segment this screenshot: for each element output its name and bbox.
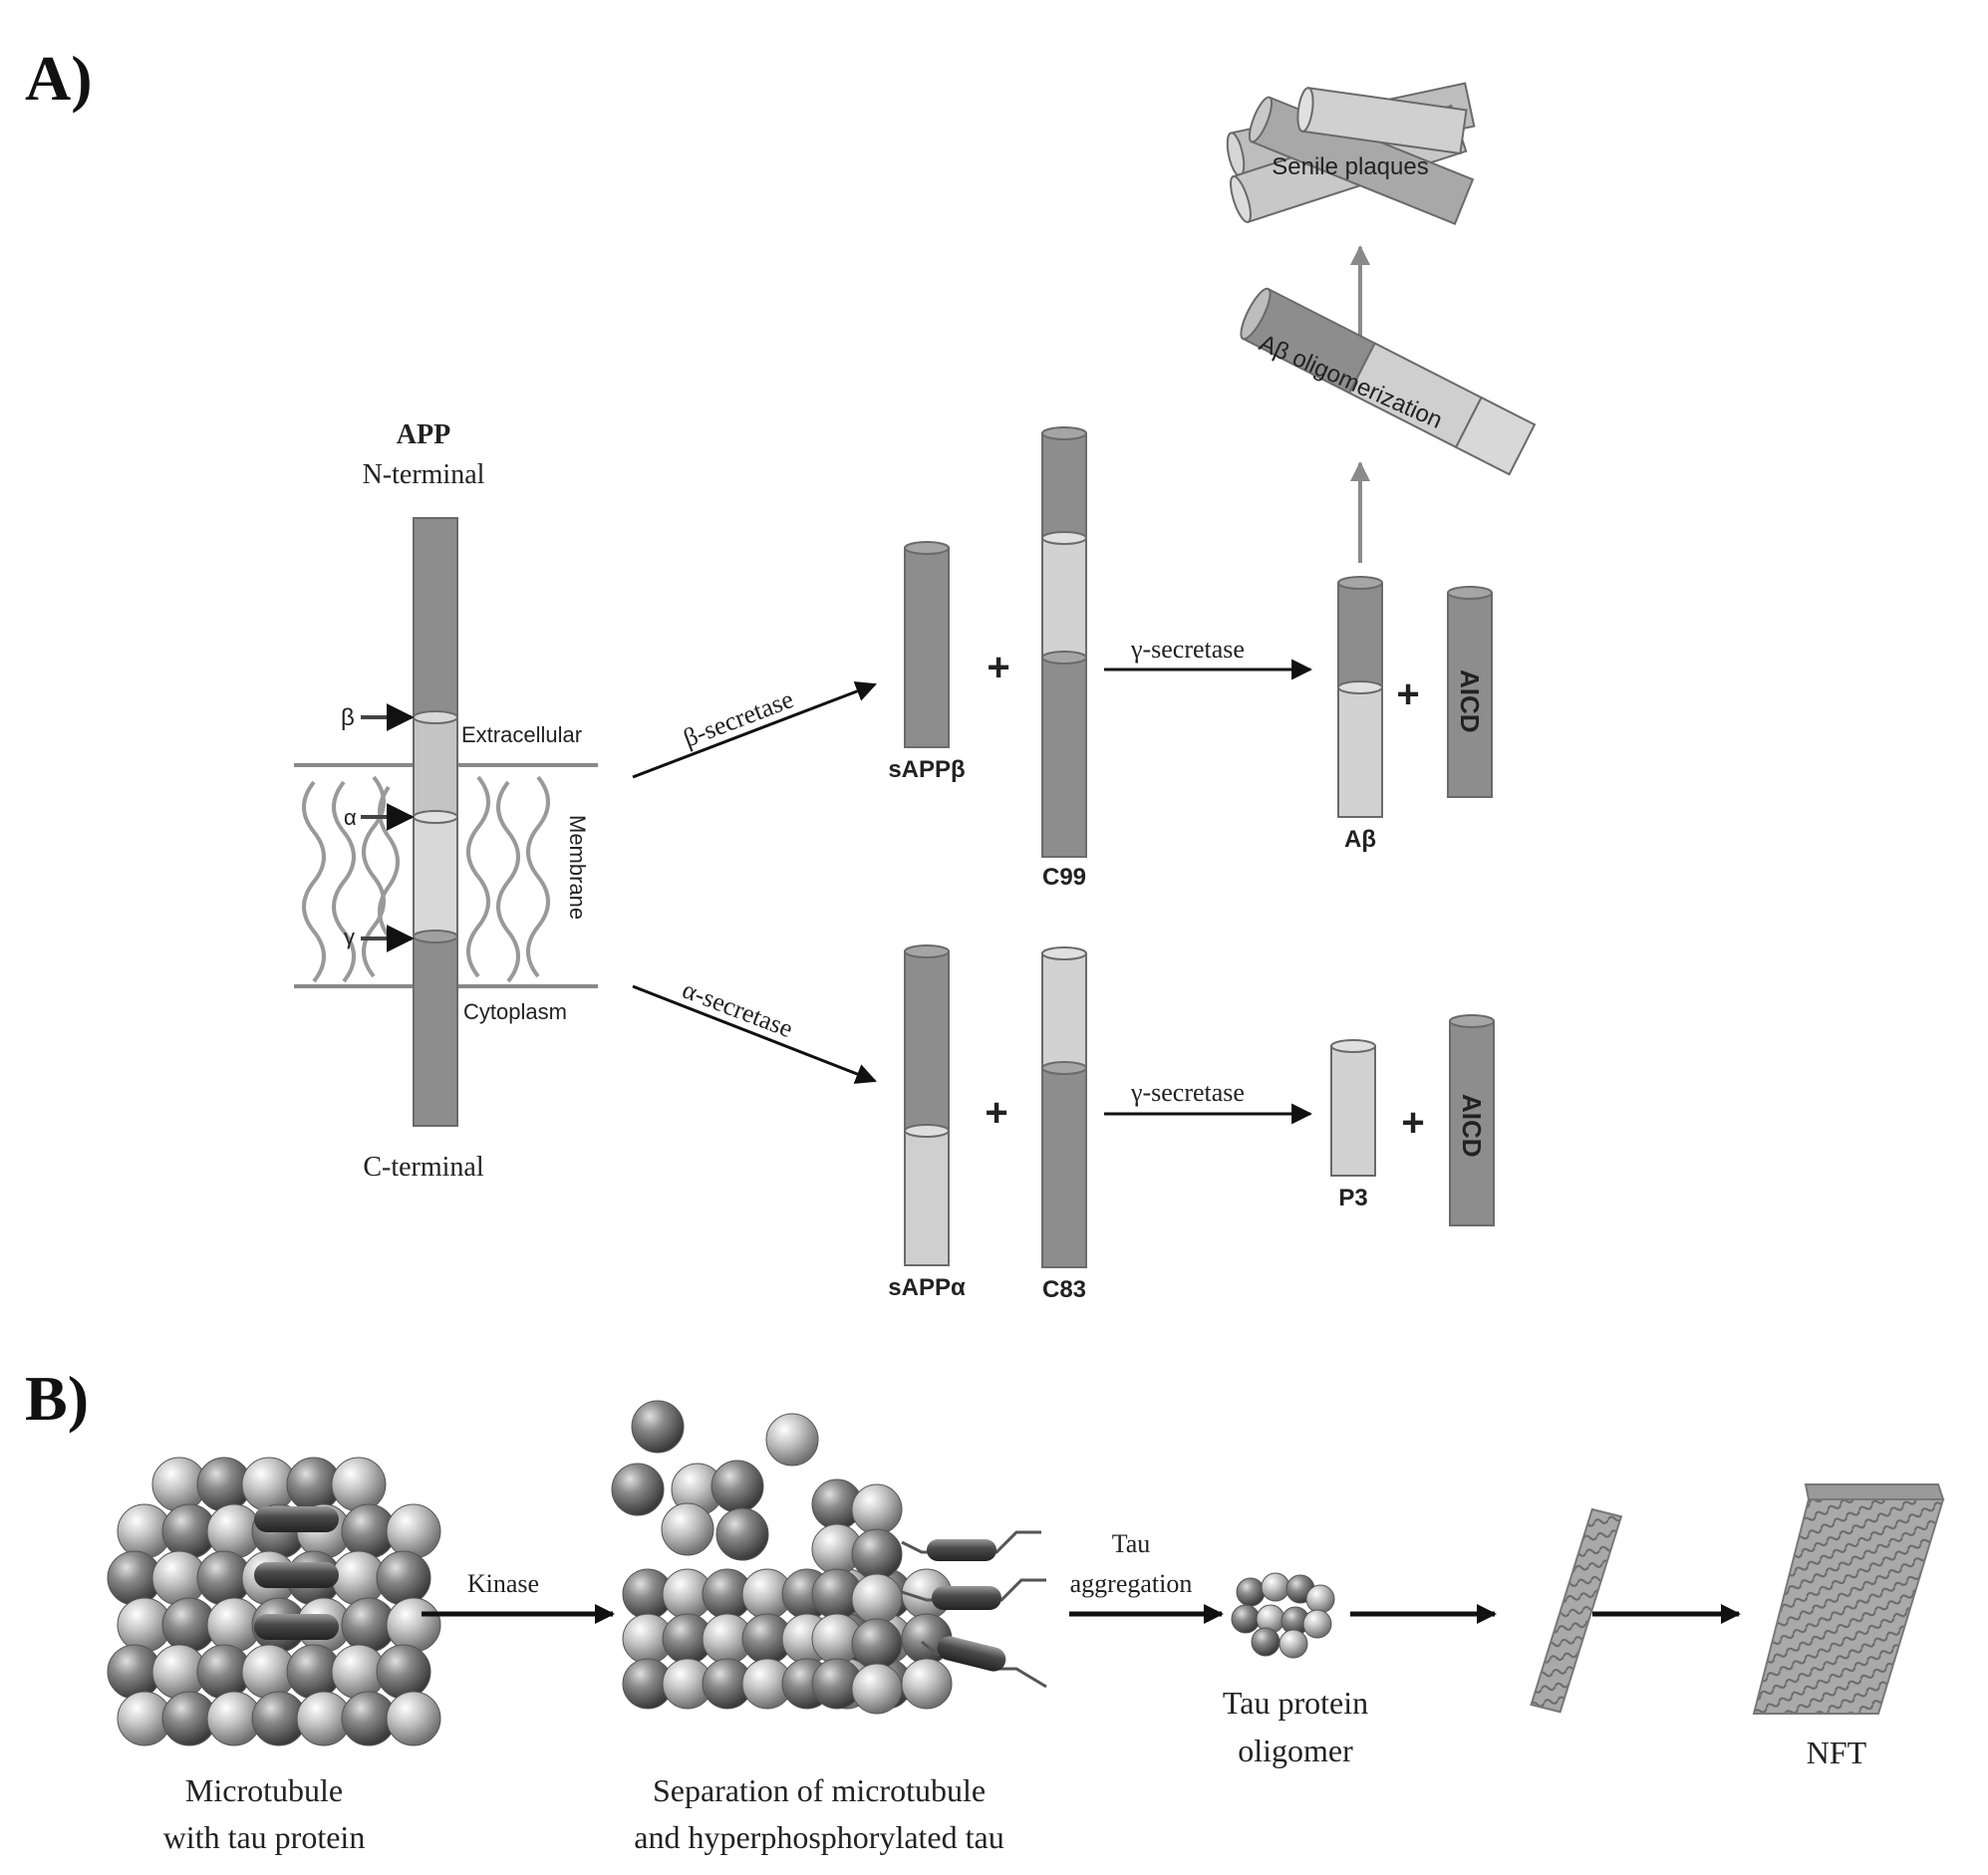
- oligomer-caption-line1: Tau protein: [1223, 1685, 1368, 1721]
- nft-caption: NFT: [1807, 1735, 1867, 1770]
- aicd-rod-bottom: [1449, 1020, 1495, 1226]
- c99-rod-middle: [1041, 537, 1087, 659]
- plus-sign: +: [1396, 672, 1419, 716]
- p3-rod: [1330, 1045, 1376, 1177]
- c99-label: C99: [1042, 864, 1086, 891]
- aicd-label-top: AICD: [1455, 670, 1485, 733]
- sappbeta-rod: [904, 547, 950, 748]
- app-title: APP: [397, 419, 450, 450]
- alpha-site-label: α: [344, 805, 357, 830]
- app-segment-cap: [413, 930, 458, 943]
- abeta-rod-top: [1337, 582, 1383, 688]
- senile-plaques-label: Senile plaques: [1272, 153, 1428, 180]
- microtubule-caption-line1: Microtubule: [185, 1772, 343, 1808]
- plus-sign: +: [985, 1091, 1007, 1135]
- separated-microtubule: [611, 1400, 953, 1715]
- c99-rod-top: [1041, 432, 1087, 539]
- abeta-rod-cap: [1337, 576, 1383, 590]
- app-segment-cap: [413, 710, 458, 724]
- c99-rod-cap: [1041, 651, 1087, 665]
- tau-oligomer: [1231, 1572, 1335, 1659]
- c99-rod-cap: [1041, 531, 1087, 545]
- sappalpha-label: sAPPα: [888, 1274, 966, 1301]
- alpha-secretase-label: α-secretase: [679, 975, 797, 1044]
- free-tau-rods: [901, 1530, 1047, 1689]
- app-extracellular-segment: [413, 517, 458, 718]
- abeta-label: Aβ: [1344, 826, 1376, 853]
- c83-rod-top: [1041, 952, 1087, 1069]
- separation-caption-line2: and hyperphosphorylated tau: [634, 1819, 1003, 1855]
- cytoplasm-label: Cytoplasm: [463, 999, 567, 1024]
- plus-sign: +: [987, 646, 1009, 689]
- microtubule-caption-line2: with tau protein: [163, 1819, 366, 1855]
- c99-rod-bottom: [1041, 657, 1087, 858]
- kinase-label: Kinase: [467, 1569, 539, 1598]
- aicd-rod-top: [1447, 592, 1493, 798]
- lipid-tails: [302, 775, 550, 983]
- alpha-secretase-arrow: [632, 984, 877, 1084]
- non-amyloidogenic-pathway: α-secretase sAPPα + C83 γ-secretase P3 +…: [632, 944, 1495, 1303]
- app-protein-diagram: APP N-terminal β α γ Extracellular: [294, 419, 598, 1183]
- sappalpha-rod-bottom: [904, 1130, 950, 1266]
- plus-sign: +: [1401, 1101, 1424, 1145]
- c-terminal-label: C-terminal: [363, 1152, 484, 1183]
- amyloidogenic-pathway: β-secretase sAPPβ + C99 γ-secretase Aβ +…: [632, 82, 1537, 891]
- sappalpha-rod-cap: [904, 1124, 950, 1138]
- extracellular-label: Extracellular: [461, 722, 582, 747]
- p3-rod-cap: [1330, 1039, 1376, 1053]
- sappalpha-rod-cap: [904, 944, 950, 958]
- beta-secretase-arrow: [632, 680, 877, 779]
- neurofibrillary-tangle: [1752, 1483, 1945, 1715]
- aicd-label-bottom: AICD: [1457, 1094, 1487, 1158]
- panel-a-label: A): [25, 43, 93, 114]
- app-segment-cap: [413, 810, 458, 824]
- sappbeta-label: sAPPβ: [888, 756, 965, 783]
- gamma-site-label: γ: [344, 925, 355, 949]
- beta-site-label: β: [341, 704, 355, 731]
- tau-aggregation-label-line1: Tau: [1112, 1529, 1151, 1558]
- c99-rod-cap: [1041, 426, 1087, 440]
- abeta-rod-bottom: [1337, 686, 1383, 818]
- sappbeta-rod-cap: [904, 541, 950, 555]
- p3-label: P3: [1338, 1185, 1367, 1211]
- paired-helical-filament: [1530, 1507, 1623, 1714]
- membrane-label: Membrane: [565, 815, 590, 920]
- n-terminal-label: N-terminal: [363, 459, 485, 490]
- app-abeta-upper-segment: [413, 716, 458, 818]
- senile-plaque-cluster: [1226, 82, 1476, 225]
- c83-rod-bottom: [1041, 1067, 1087, 1268]
- panel-b-label: B): [25, 1363, 89, 1434]
- abeta-rod-cap: [1337, 680, 1383, 694]
- oligomer-caption-line2: oligomer: [1238, 1733, 1353, 1768]
- tau-pathway: Microtubule with tau protein Kinase Sepa…: [107, 1400, 1945, 1855]
- c83-rod-cap: [1041, 946, 1087, 960]
- beta-secretase-label: β-secretase: [680, 684, 797, 753]
- aicd-rod-cap: [1447, 586, 1493, 600]
- separation-caption-line1: Separation of microtubule: [653, 1772, 986, 1808]
- sappalpha-rod-top: [904, 950, 950, 1132]
- aicd-rod-cap: [1449, 1014, 1495, 1028]
- c83-rod-cap: [1041, 1061, 1087, 1075]
- app-intracellular-segment: [413, 936, 458, 1127]
- app-abeta-lower-segment: [413, 816, 458, 938]
- tau-aggregation-label-line2: aggregation: [1070, 1569, 1193, 1598]
- c83-label: C83: [1042, 1276, 1086, 1303]
- abeta-oligomer-rods: [1240, 287, 1537, 476]
- gamma-secretase-label-top: γ-secretase: [1130, 635, 1245, 664]
- gamma-secretase-label-bottom: γ-secretase: [1130, 1078, 1245, 1107]
- microtubule-with-tau: [107, 1457, 441, 1746]
